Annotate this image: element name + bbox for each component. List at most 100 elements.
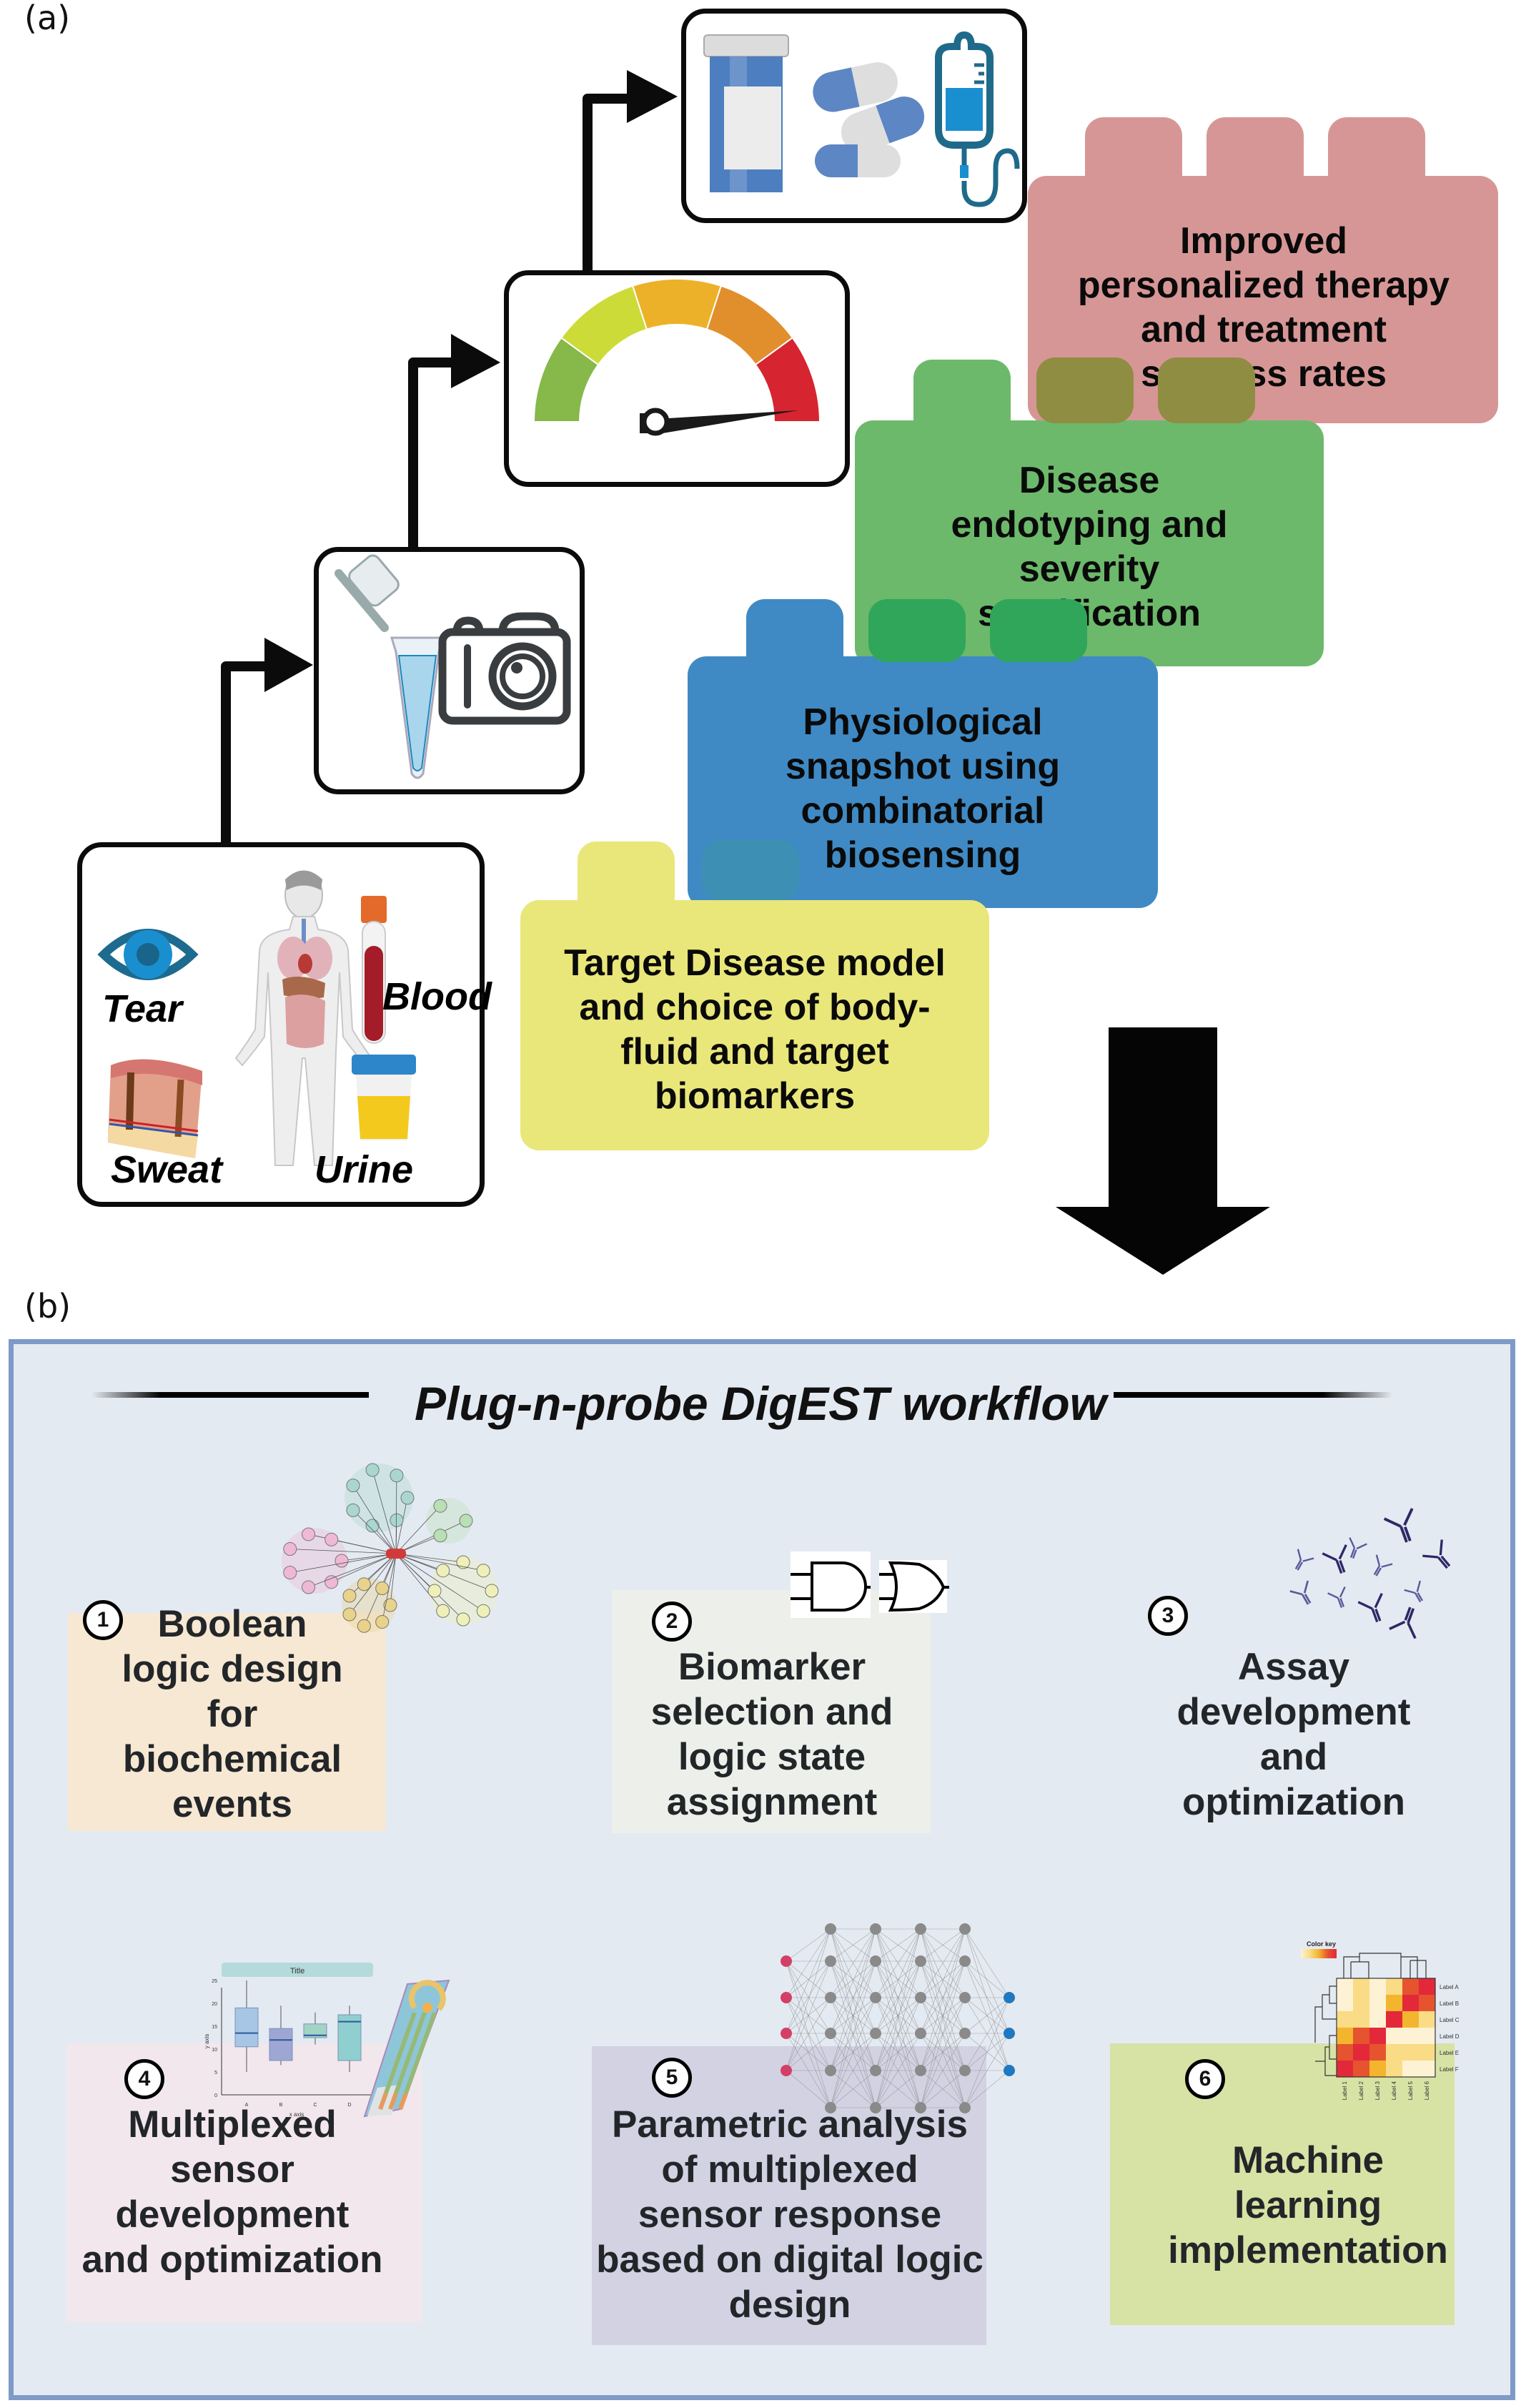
step-3-number: 3	[1148, 1596, 1188, 1636]
network-edge	[382, 1553, 397, 1622]
heatmap-row-label: Label E	[1440, 2050, 1459, 2056]
human-body-icon	[234, 870, 373, 1166]
heatmap-cell	[1353, 2044, 1369, 2061]
nn-edge	[786, 1997, 831, 2108]
boxplot-y-label: y axis	[204, 2034, 210, 2048]
boxplot-y-tick: 15	[212, 2025, 217, 2030]
urine-label: Urine	[314, 1148, 414, 1191]
step-1-number: 1	[83, 1600, 123, 1640]
boxplot-box	[269, 2028, 293, 2061]
nn-node	[959, 1992, 971, 2003]
gauge-segment	[754, 337, 821, 423]
heatmap-cell	[1419, 2044, 1435, 2061]
nn-node	[825, 2028, 836, 2039]
nn-edge	[830, 1960, 876, 2034]
big-down-arrow	[1056, 1027, 1270, 1275]
boxplot-y-tick: 5	[214, 2071, 217, 2076]
network-edge	[352, 1510, 397, 1554]
nn-edge	[830, 1997, 876, 2108]
network-node	[476, 1604, 490, 1618]
connector-1	[221, 661, 275, 842]
nn-edge	[920, 1928, 966, 2034]
nn-edge	[964, 1997, 1010, 2071]
heatmap-cell	[1353, 2011, 1369, 2028]
antibody-glyph	[1422, 1539, 1451, 1569]
network-hub-node	[386, 1549, 406, 1559]
gauge-pivot	[641, 408, 670, 436]
antibody-glyph	[1373, 1554, 1393, 1576]
network-edge	[289, 1549, 397, 1554]
nn-edge	[786, 2033, 831, 2071]
network-node	[436, 1564, 450, 1578]
nn-edge	[875, 1928, 921, 2071]
network-node	[433, 1499, 447, 1513]
boxplot-y-tick: 0	[214, 2093, 217, 2098]
heatmap-cell	[1369, 2061, 1386, 2077]
heatmap-cell	[1337, 1978, 1353, 1995]
nn-node	[1004, 2065, 1015, 2076]
arrowhead-3	[627, 70, 678, 123]
network-node	[357, 1619, 371, 1633]
capsules-icon	[813, 62, 925, 177]
nn-edge	[920, 2033, 966, 2071]
heatmap-row-label: Label B	[1440, 2000, 1459, 2007]
heatmap-col-dendrogram	[1343, 1953, 1427, 1978]
heatmap-row-dendrogram	[1314, 1985, 1337, 2076]
network-node	[346, 1503, 360, 1517]
heatmap-cell	[1419, 2028, 1435, 2044]
nn-edge	[875, 2070, 921, 2108]
network-node	[427, 1584, 442, 1598]
block-therapy-shape	[1028, 117, 1498, 423]
step-4-number: 4	[124, 2059, 164, 2099]
camera-icon	[438, 612, 571, 725]
arrowhead-2	[451, 334, 500, 388]
heatmap-row-label: Label C	[1440, 2017, 1460, 2023]
network-node	[476, 1564, 490, 1578]
network-node	[346, 1479, 360, 1493]
heatmap-cell	[1337, 2011, 1353, 2028]
heatmap-row-label: Label A	[1440, 1984, 1459, 1990]
step-1-card	[68, 1613, 386, 1831]
title-rule-left	[91, 1392, 369, 1398]
heatmap-col-label: Label 2	[1358, 2081, 1364, 2100]
nn-node	[870, 2065, 881, 2076]
heatmap-cell	[1402, 2061, 1419, 2077]
nn-edge	[875, 1928, 921, 1962]
network-node	[335, 1554, 349, 1568]
heatmap-row-label: Label F	[1440, 2066, 1459, 2073]
therapy-box	[681, 9, 1027, 223]
sweat-label: Sweat	[111, 1148, 223, 1191]
heatmap-frame	[1336, 1978, 1436, 2078]
nn-edge	[964, 1928, 1010, 1998]
nn-node	[825, 1955, 836, 1967]
network-node	[456, 1555, 470, 1569]
nn-edge	[920, 1960, 966, 2071]
nn-node	[781, 2028, 792, 2039]
network-node	[324, 1575, 339, 1589]
nn-node	[1004, 1992, 1015, 2003]
nn-edge	[920, 2070, 966, 2108]
network-node	[357, 1577, 371, 1592]
nn-edge	[964, 1928, 1010, 2071]
heatmap-cell	[1386, 2061, 1402, 2077]
boxplot-title-bar	[222, 1963, 373, 1977]
connector-3	[583, 94, 633, 270]
nn-edge	[830, 1960, 876, 1998]
nn-edge	[875, 1928, 921, 2108]
network-edge	[395, 1475, 397, 1554]
gauge-needle	[657, 410, 798, 433]
network-edge	[390, 1553, 397, 1606]
heatmap-col-label: Label 3	[1374, 2081, 1381, 2100]
iv-bag-icon	[935, 31, 1020, 207]
heatmap-cell	[1369, 1995, 1386, 2011]
boxplot-box	[337, 2014, 362, 2061]
blood-tube-icon	[361, 896, 387, 1044]
heatmap-cell	[1386, 2028, 1402, 2044]
boxplot-title: Title	[290, 1967, 304, 1975]
nn-node	[781, 1955, 792, 1967]
nn-node	[825, 1923, 836, 1935]
